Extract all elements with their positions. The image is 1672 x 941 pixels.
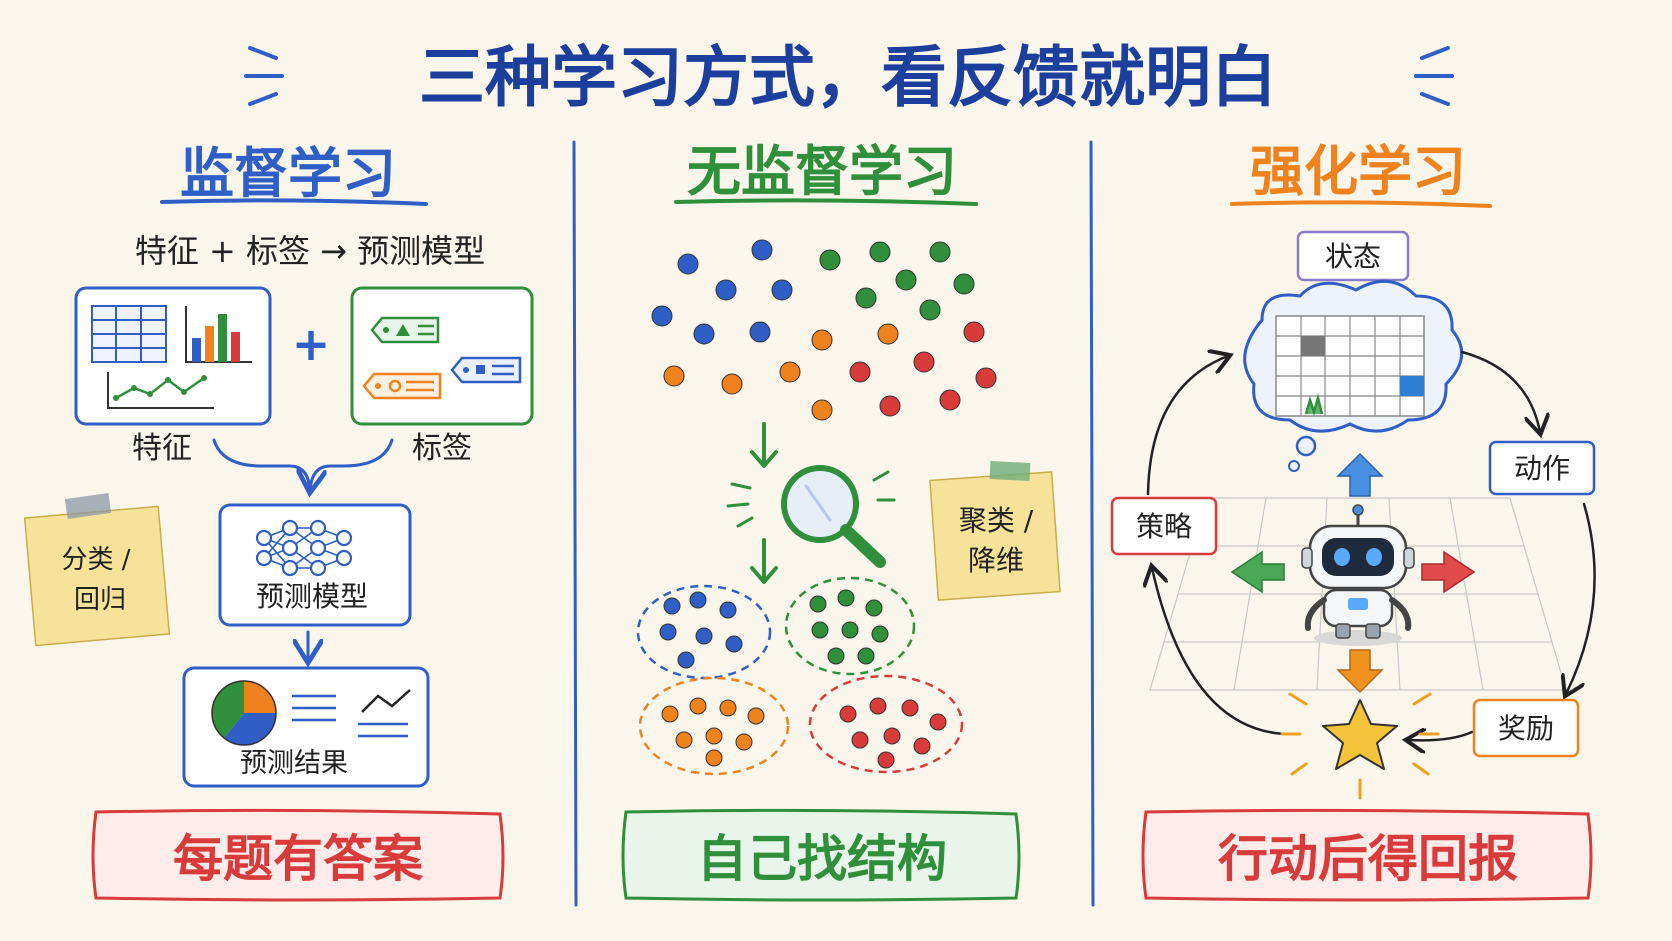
state-label: 状态 xyxy=(1325,240,1381,273)
page-title: 三种学习方式，看反馈就明白 xyxy=(419,39,1277,116)
policy-box xyxy=(1110,496,1218,556)
cycle-arrow-star-to-policy xyxy=(1152,568,1298,736)
arrow-down-icon-2 xyxy=(750,538,778,584)
feature-label: 特征 xyxy=(132,431,192,466)
reinforcement-column: 强化学习 状态 动作 xyxy=(1110,140,1596,902)
label-card xyxy=(350,286,534,426)
robot-icon xyxy=(1301,504,1415,646)
title-sparkles-left xyxy=(244,46,284,106)
reward-box xyxy=(1472,698,1580,758)
supervised-column: 监督学习 特征 + 标签 → 预测模型 + xyxy=(23,142,534,902)
star-sparkles xyxy=(1280,692,1440,800)
action-box xyxy=(1488,440,1596,496)
reinforcement-summary: 行动后得回报 xyxy=(1218,830,1518,888)
cluster-red xyxy=(808,674,964,774)
magnifier-icon xyxy=(781,465,886,568)
neural-network-icon xyxy=(255,519,353,577)
reinforcement-summary-frame xyxy=(1141,808,1593,902)
plus-sign: + xyxy=(292,317,331,371)
reward-label: 奖励 xyxy=(1498,712,1554,745)
star-icon xyxy=(1322,699,1398,770)
pie-chart-icon xyxy=(211,680,277,746)
cluster-orange xyxy=(638,676,790,776)
label-label: 标签 xyxy=(412,431,472,466)
merge-brace xyxy=(212,438,394,490)
scattered-points xyxy=(651,239,997,421)
cluster-green xyxy=(784,576,916,676)
reinforcement-heading-underline xyxy=(1230,200,1492,208)
action-label: 动作 xyxy=(1514,452,1570,485)
tag-icon xyxy=(362,316,522,400)
unsupervised-column: 无监督学习 xyxy=(621,140,1061,902)
reinforcement-heading: 强化学习 xyxy=(1250,140,1466,203)
unsupervised-heading: 无监督学习 xyxy=(687,140,957,203)
supervised-formula: 特征 + 标签 → 预测模型 xyxy=(135,232,485,270)
unsupervised-note-line-2: 降维 xyxy=(968,544,1024,577)
policy-label: 策略 xyxy=(1136,510,1192,543)
supervised-summary-frame xyxy=(91,808,505,902)
unsupervised-summary: 自己找结构 xyxy=(697,830,947,888)
supervised-sticky-note: 分类 / 回归 xyxy=(23,493,171,647)
supervised-heading: 监督学习 xyxy=(180,142,396,205)
supervised-note-line-2: 回归 xyxy=(74,585,126,615)
arrow-right-icon xyxy=(1421,550,1476,594)
result-trend-icon xyxy=(361,689,411,713)
result-label: 预测结果 xyxy=(240,748,348,779)
arrow-down-icon xyxy=(750,422,778,468)
supervised-heading-underline xyxy=(160,198,428,206)
cluster-blue xyxy=(636,584,772,680)
unsupervised-sticky-note: 聚类 / 降维 xyxy=(929,460,1061,601)
cycle-arrow-reward-to-star xyxy=(1408,732,1474,740)
unsupervised-summary-frame xyxy=(621,808,1021,902)
arrow-down-orange-icon xyxy=(1336,649,1384,694)
result-lines xyxy=(292,694,408,738)
unsupervised-note-line-1: 聚类 / xyxy=(959,504,1034,537)
column-divider-left xyxy=(572,140,578,907)
state-box xyxy=(1296,230,1410,282)
supervised-summary: 每题有答案 xyxy=(173,830,424,888)
model-label: 预测模型 xyxy=(256,580,368,613)
grid-world-icon xyxy=(1275,315,1425,417)
unsupervised-heading-underline xyxy=(674,198,978,206)
supervised-note-line-1: 分类 / xyxy=(61,545,130,575)
title-sparkles-right xyxy=(1414,46,1454,106)
column-divider-right xyxy=(1089,140,1095,907)
magnifier-sparkles xyxy=(726,470,896,528)
arrow-up-icon xyxy=(1336,452,1384,497)
arrow-left-icon xyxy=(1230,550,1285,594)
line-chart-icon xyxy=(107,372,214,409)
cycle-arrow-state-to-action xyxy=(1460,350,1540,432)
cycle-arrow-action-to-reward xyxy=(1566,502,1596,694)
bar-chart-icon xyxy=(185,306,252,363)
cycle-arrow-policy-to-state xyxy=(1146,356,1228,496)
table-icon xyxy=(91,305,167,363)
